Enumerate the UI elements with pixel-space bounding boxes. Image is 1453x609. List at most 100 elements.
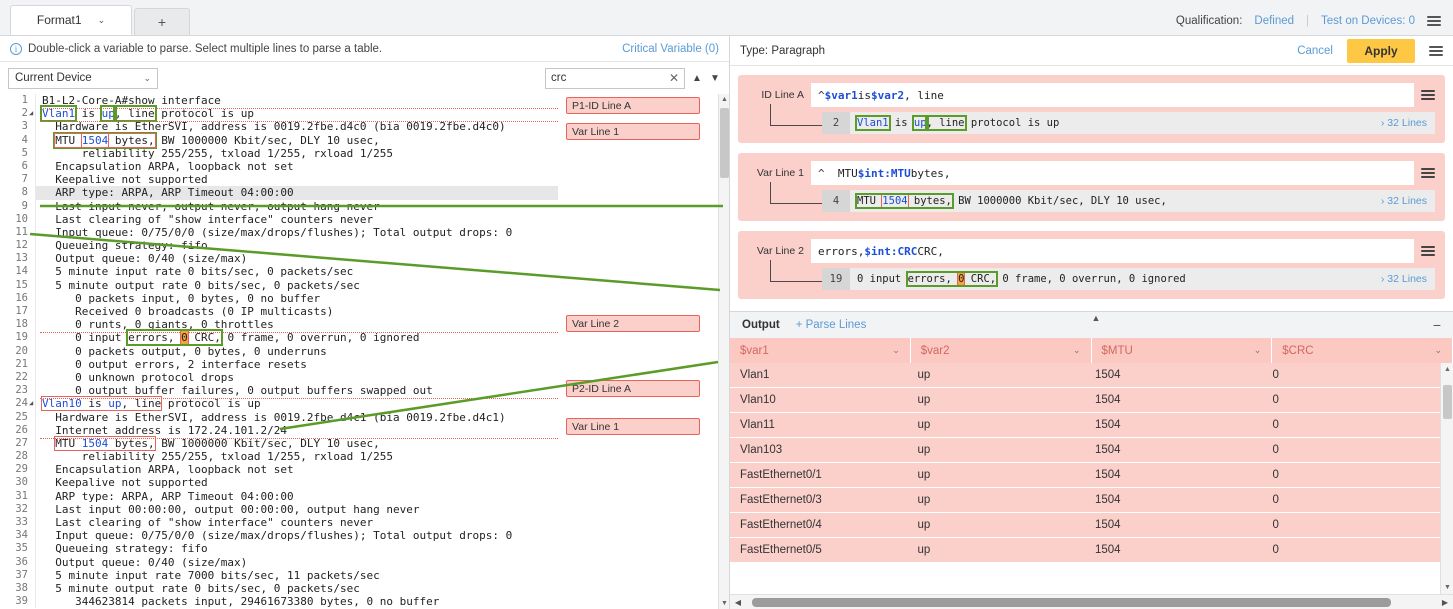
preview-lines-link[interactable]: › 32 Lines	[1381, 195, 1435, 207]
code-line[interactable]: 6 Encapsulation ARPA, loopback not set	[0, 159, 558, 174]
parse-lines-button[interactable]: + Parse Lines	[795, 319, 867, 331]
chevron-down-icon[interactable]: ⌄	[1072, 345, 1081, 355]
rule-editor-menu-icon[interactable]	[1429, 45, 1443, 56]
scroll-left-icon[interactable]: ◀	[734, 597, 742, 607]
table-vertical-scrollbar[interactable]: ▲ ▼	[1440, 363, 1453, 594]
rule-pattern-input[interactable]: errors, $int:CRC CRC,	[811, 239, 1414, 263]
scroll-up-icon[interactable]: ▲	[721, 96, 728, 103]
code-line[interactable]: 16 0 packets input, 0 bytes, 0 no buffer	[0, 291, 558, 305]
annotation-label[interactable]: Var Line 2	[566, 315, 700, 332]
rule-pattern-input[interactable]: ^ MTU $int:MTU bytes,	[811, 161, 1414, 185]
code-line[interactable]: 17 Received 0 broadcasts (0 IP multicast…	[0, 305, 558, 319]
qualification-value[interactable]: Defined	[1254, 15, 1295, 27]
code-line[interactable]: 15 5 minute output rate 0 bits/sec, 0 pa…	[0, 278, 558, 292]
code-line[interactable]: 13 Output queue: 0/40 (size/max)	[0, 252, 558, 266]
code-line[interactable]: 34 Input queue: 0/75/0/0 (size/max/drops…	[0, 529, 558, 543]
add-tab-button[interactable]: +	[134, 8, 190, 35]
fold-icon[interactable]: ◢	[29, 399, 34, 408]
rule-menu-icon[interactable]	[1421, 246, 1435, 256]
scroll-thumb[interactable]	[1443, 385, 1452, 419]
scroll-right-icon[interactable]: ▶	[1441, 597, 1449, 607]
cancel-button[interactable]: Cancel	[1297, 44, 1333, 57]
code-line[interactable]: 4 MTU 1504 bytes, BW 1000000 Kbit/sec, D…	[0, 131, 558, 149]
code-line[interactable]: 26 Internet address is 172.24.101.2/24	[0, 423, 558, 437]
code-line[interactable]: 21 0 output errors, 2 interface resets	[0, 357, 558, 371]
preview-lines-link[interactable]: › 32 Lines	[1381, 273, 1435, 285]
main-menu-icon[interactable]	[1427, 16, 1441, 26]
chevron-down-icon[interactable]: ⌄	[1434, 345, 1442, 355]
code-line[interactable]: 32 Last input 00:00:00, output 00:00:00,…	[0, 502, 558, 516]
code-line[interactable]: 28 reliability 255/255, txload 1/255, rx…	[0, 450, 558, 464]
code-line[interactable]: 31 ARP type: ARPA, ARP Timeout 04:00:00	[0, 489, 558, 503]
hscroll-thumb[interactable]	[752, 597, 1392, 607]
code-line[interactable]: 37 5 minute input rate 7000 bits/sec, 11…	[0, 568, 558, 582]
search-prev-icon[interactable]: ▲	[692, 72, 702, 84]
scroll-up-icon[interactable]: ▲	[1444, 366, 1451, 373]
code-line[interactable]: 25 Hardware is EtherSVI, address is 0019…	[0, 410, 558, 424]
code-line[interactable]: 3 Hardware is EtherSVI, address is 0019.…	[0, 120, 558, 134]
code-line[interactable]: 9 Last input never, output never, output…	[0, 199, 558, 213]
collapse-icon[interactable]: ▲	[1091, 313, 1101, 323]
rule-menu-icon[interactable]	[1421, 90, 1435, 100]
apply-button[interactable]: Apply	[1347, 38, 1415, 63]
table-horizontal-scrollbar[interactable]: ◀ ▶	[730, 594, 1453, 609]
critical-variable-link[interactable]: Critical Variable (0)	[622, 42, 719, 55]
code-line[interactable]: 5 reliability 255/255, txload 1/255, rxl…	[0, 146, 558, 160]
hscroll-track[interactable]	[744, 597, 1439, 607]
table-column-header[interactable]: $MTU⌄	[1092, 338, 1273, 363]
code-line[interactable]: 33 Last clearing of "show interface" cou…	[0, 516, 558, 530]
code-line[interactable]: 11 Input queue: 0/75/0/0 (size/max/drops…	[0, 225, 558, 240]
annotation-label[interactable]: P2-ID Line A	[566, 380, 700, 397]
fold-icon[interactable]: ◢	[29, 109, 34, 118]
scroll-thumb[interactable]	[720, 108, 729, 178]
chevron-down-icon[interactable]: ⌄	[97, 14, 106, 25]
code-line[interactable]: 29 Encapsulation ARPA, loopback not set	[0, 463, 558, 477]
code-vertical-scrollbar[interactable]: ▲ ▼	[718, 94, 729, 609]
code-line[interactable]: 14 5 minute input rate 0 bits/sec, 0 pac…	[0, 265, 558, 279]
chevron-down-icon[interactable]: ⌄	[1253, 345, 1262, 355]
close-icon[interactable]: ✕	[668, 71, 679, 85]
code-line[interactable]: 22 0 unknown protocol drops	[0, 370, 558, 385]
rule-pattern-input[interactable]: ^$var1 is $var2, line	[811, 83, 1414, 107]
code-line[interactable]: 38 5 minute output rate 0 bits/sec, 0 pa…	[0, 581, 558, 596]
annotation-label[interactable]: Var Line 1	[566, 418, 700, 435]
rule-menu-icon[interactable]	[1421, 168, 1435, 178]
code-line[interactable]: 39 344623814 packets input, 29461673380 …	[0, 595, 558, 609]
annotation-label[interactable]: P1-ID Line A	[566, 97, 700, 114]
code-line[interactable]: 23 0 output buffer failures, 0 output bu…	[0, 384, 558, 398]
test-on-devices-link[interactable]: Test on Devices: 0	[1321, 15, 1415, 27]
code-line[interactable]: 27 MTU 1504 bytes, BW 1000000 Kbit/sec, …	[0, 435, 558, 451]
scroll-down-icon[interactable]: ▼	[1444, 584, 1451, 591]
code-line[interactable]: 19 0 input errors, 0 CRC, 0 frame, 0 ove…	[0, 329, 558, 347]
device-select[interactable]: Current Device ⌄	[8, 67, 158, 89]
table-column-header[interactable]: $var2⌄	[911, 338, 1092, 363]
code-line[interactable]: 12 Queueing strategy: fifo	[0, 239, 558, 253]
annotation-label[interactable]: Var Line 1	[566, 123, 700, 140]
search-input[interactable]: crc ✕	[545, 67, 685, 89]
code-line[interactable]: 35 Queueing strategy: fifo	[0, 542, 558, 556]
tab-format1[interactable]: Format1 ⌄	[10, 5, 132, 35]
code-line[interactable]: 7 Keepalive not supported	[0, 173, 558, 187]
code-line[interactable]: 18 0 runts, 0 giants, 0 throttles	[0, 318, 558, 332]
scroll-down-icon[interactable]: ▼	[721, 600, 728, 607]
chevron-down-icon[interactable]: ⌄	[892, 345, 900, 355]
minimize-icon[interactable]: −	[1432, 317, 1441, 333]
preview-lines-link[interactable]: › 32 Lines	[1381, 117, 1435, 129]
code-line[interactable]: 10 Last clearing of "show interface" cou…	[0, 212, 558, 226]
code-line[interactable]: 30 Keepalive not supported	[0, 476, 558, 490]
